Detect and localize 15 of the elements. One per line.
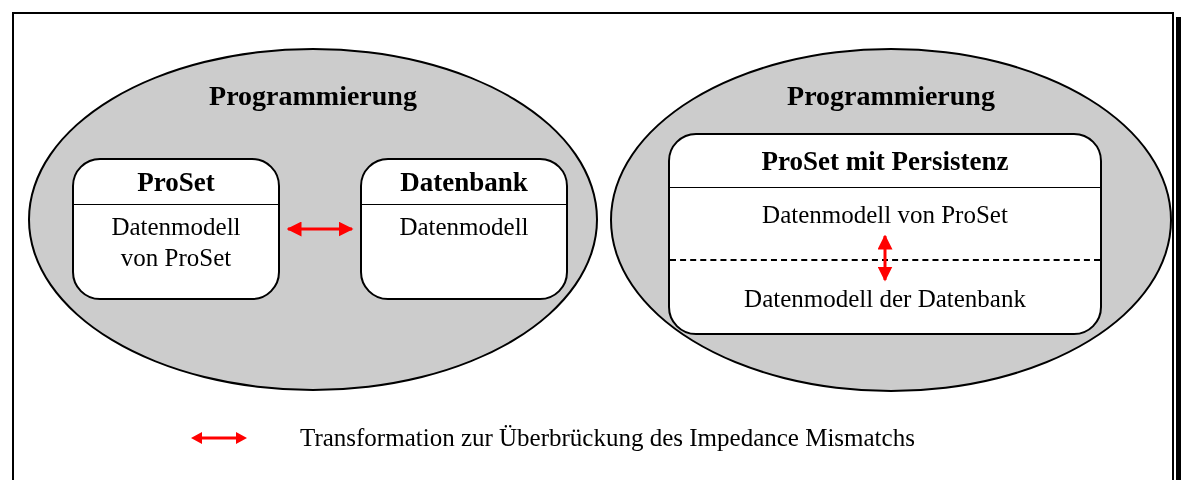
box-text: Datenmodell von ProSet — [110, 212, 242, 273]
box-heading: Datenbank — [400, 166, 528, 198]
box-heading: ProSet — [137, 166, 215, 198]
legend-text: Transformation zur Überbrückung des Impedance Mismatchs — [300, 424, 915, 452]
region-title: Programmierung — [208, 80, 418, 112]
double-arrow — [286, 221, 354, 237]
box-text: Datenmodell — [398, 212, 530, 242]
rounded-box — [360, 158, 568, 300]
double-arrow — [877, 234, 893, 282]
box-heading: ProSet mit Persistenz — [761, 145, 1009, 177]
box-text: Datenmodell der Datenbank — [690, 282, 1080, 322]
region-title: Programmierung — [786, 80, 996, 112]
rounded-box — [72, 158, 280, 300]
box-text: Datenmodell von ProSet — [690, 198, 1080, 234]
rounded-box — [668, 133, 1102, 335]
